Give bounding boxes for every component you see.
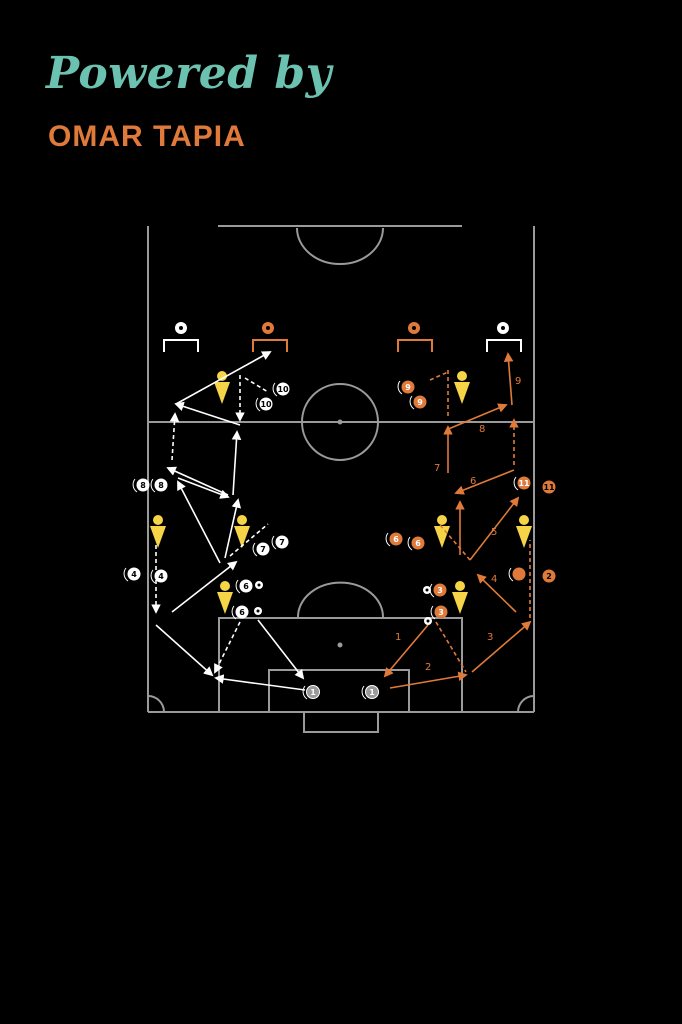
player-marker: 8 [150,478,168,493]
svg-text:11: 11 [543,483,555,492]
player-marker: 10 [255,397,273,412]
svg-text:10: 10 [277,385,289,394]
white-team-moves [151,351,306,691]
soccer-ball-icon [254,581,432,625]
player-marker: 11 [513,476,531,491]
svg-text:7: 7 [279,538,285,547]
step-label-7: 7 [434,463,440,474]
svg-text:4: 4 [131,570,137,579]
mini-goal-icon [163,322,199,352]
white-players: 1 1 4 4 6 6 7 7 8 8 10 10 [123,382,379,700]
step-label-8: 8 [479,424,485,435]
orange-players: 2 3 3 6 6 9 9 11 11 [385,380,556,620]
svg-text:9: 9 [417,398,423,407]
player-marker: 10 [272,382,290,397]
svg-text:3: 3 [438,608,444,617]
player-marker: 11 [542,480,556,494]
step-label-2: 2 [425,662,431,673]
center-spot [337,419,343,425]
svg-text:6: 6 [239,608,245,617]
player-marker: 1 [361,685,379,700]
player-marker: 6 [407,536,425,551]
brand-powered-by: Powered by [46,48,332,99]
svg-text:2: 2 [546,572,552,581]
svg-text:8: 8 [158,481,164,490]
mini-goal-icon [486,322,522,352]
player-marker: 4 [150,569,168,584]
player-marker: 2 [542,569,556,583]
player-marker [508,567,526,582]
player-marker: 3 [429,583,447,598]
orange-team-moves [383,352,532,689]
player-marker: 9 [397,380,415,395]
player-marker: 9 [409,395,427,410]
mini-goal-icon [397,322,433,352]
svg-text:11: 11 [518,479,530,488]
player-marker: 3 [430,605,448,620]
cone-icon [150,371,532,614]
svg-text:6: 6 [243,582,249,591]
step-label-9: 9 [515,376,521,387]
svg-text:6: 6 [393,535,399,544]
svg-text:1: 1 [310,688,316,697]
step-label-4: 4 [491,574,497,585]
orange-sequence-labels: 1 2 3 4 5 6 7 8 9 [395,376,521,673]
step-label-5: 5 [491,527,497,538]
step-label-3: 3 [487,632,493,643]
svg-text:7: 7 [260,545,266,554]
svg-text:1: 1 [369,688,375,697]
svg-text:4: 4 [158,572,164,581]
player-marker: 8 [132,478,150,493]
svg-text:10: 10 [260,400,272,409]
svg-text:6: 6 [415,539,421,548]
svg-text:3: 3 [437,586,443,595]
svg-text:9: 9 [405,383,411,392]
player-marker: 7 [252,542,270,557]
mini-goal-icon [252,322,288,352]
step-label-6: 6 [470,476,476,487]
player-marker: 1 [302,685,320,700]
penalty-spot [337,642,343,648]
step-label-1: 1 [395,632,401,643]
player-marker: 7 [271,535,289,550]
player-marker: 6 [231,605,249,620]
brand-name: OMAR TAPIA [48,120,246,153]
svg-text:8: 8 [140,481,146,490]
player-marker: 4 [123,567,141,582]
player-marker: 6 [385,532,403,547]
player-marker: 6 [235,579,253,594]
